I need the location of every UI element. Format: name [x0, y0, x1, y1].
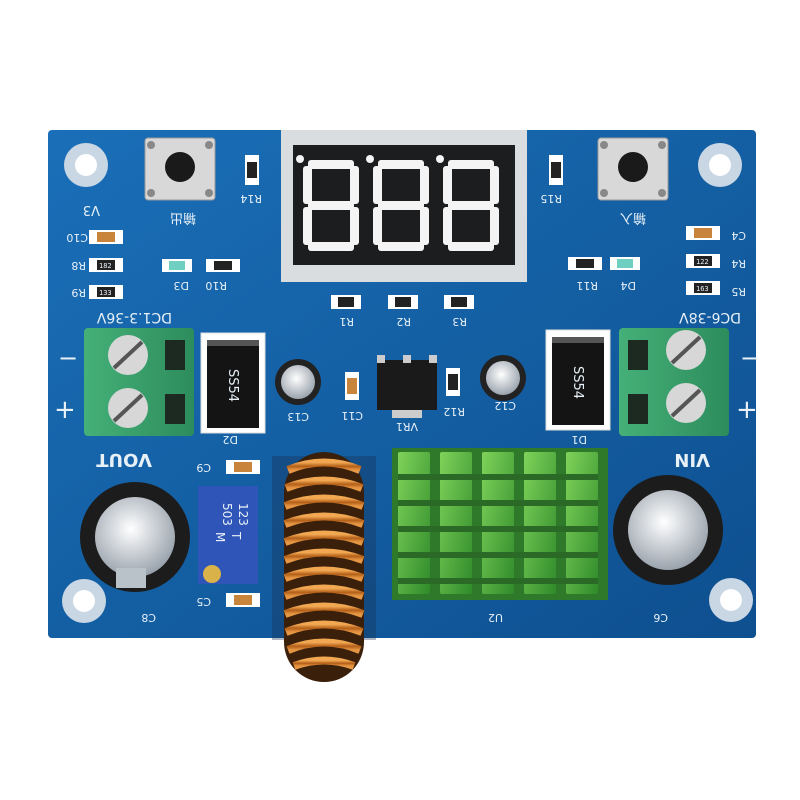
seven-segment-display: [281, 130, 527, 282]
trimmer-potentiometer[interactable]: 123 T 503 M: [198, 486, 258, 584]
label-output-range: DC1.3-36V: [96, 309, 172, 325]
display-digit-1: [303, 160, 359, 251]
display-digit-3: [443, 160, 499, 251]
label-input-range: DC6-38V: [679, 309, 741, 325]
label-v3: V3: [83, 202, 100, 217]
label-r15: R15: [540, 192, 562, 205]
diode-d2: SS54: [200, 332, 266, 434]
trimmer-marking-1: 123: [236, 503, 250, 526]
label-c8: C8: [141, 611, 156, 624]
label-vin: VIN: [674, 449, 710, 470]
trimmer-marking-2: T: [229, 531, 243, 540]
label-c13: C13: [287, 410, 309, 423]
label-r9: R9: [71, 286, 86, 299]
vout-minus-sign: −: [58, 344, 78, 372]
label-c5: C5: [196, 595, 211, 608]
smd-code-163: 163: [696, 285, 709, 293]
smd-code-182: 182: [99, 262, 112, 270]
diode-d1: SS54: [545, 329, 611, 431]
capacitor-c13: [275, 359, 321, 405]
toroidal-inductor: [272, 452, 376, 682]
mounting-holes: [62, 143, 753, 623]
tactile-button-left[interactable]: [144, 137, 216, 201]
trimmer-marking-4: M: [213, 532, 227, 542]
trimmer-marking-3: 503: [220, 503, 234, 526]
label-u2: U2: [488, 611, 503, 624]
label-c10: C10: [66, 231, 88, 244]
label-r8: R8: [71, 259, 86, 272]
label-c9: C9: [196, 461, 211, 474]
silkscreen-labels: V3 R14 R15 C10 R8 R9 D3 R10 R11 D4 C4 R4…: [66, 192, 746, 624]
smd-code-133: 133: [99, 289, 112, 297]
voltage-regulator-vr1: [377, 355, 437, 418]
label-r1: R1: [339, 315, 354, 328]
diode-d2-marking: SS54: [225, 369, 240, 402]
label-c6: C6: [653, 611, 668, 624]
label-d3: D3: [174, 279, 189, 292]
smd-components-middle: [226, 295, 474, 607]
label-d1: D1: [572, 433, 587, 446]
label-vout: VOUT: [95, 449, 152, 470]
terminal-block-vout[interactable]: [84, 328, 194, 436]
label-r4: R4: [731, 257, 746, 270]
capacitor-c6: [613, 475, 723, 585]
capacitor-c12: [480, 355, 526, 401]
label-r14: R14: [240, 192, 262, 205]
diode-d1-marking: SS54: [570, 366, 585, 399]
label-vr1: VR1: [396, 420, 418, 433]
label-r10: R10: [205, 279, 227, 292]
smd-code-122: 122: [696, 258, 709, 266]
smd-components-left: 182 133: [89, 155, 259, 299]
button-right-label: 输入: [620, 210, 646, 226]
heatsink: [392, 448, 608, 600]
label-r5: R5: [731, 285, 746, 298]
label-r11: R11: [576, 279, 598, 292]
smd-components-right: 122 163: [549, 155, 720, 295]
label-c12: C12: [494, 399, 516, 412]
capacitor-c8: [80, 482, 190, 592]
terminal-block-vin[interactable]: [619, 328, 729, 436]
label-c11: C11: [341, 409, 363, 422]
vout-plus-sign: +: [54, 395, 76, 425]
label-r3: R3: [452, 315, 467, 328]
tactile-button-right[interactable]: [597, 137, 669, 201]
label-r2: R2: [396, 315, 411, 328]
display-digit-2: [373, 160, 429, 251]
button-left-label: 输出: [170, 210, 196, 226]
label-c4: C4: [731, 229, 746, 242]
vin-minus-sign: −: [740, 344, 760, 372]
label-d4: D4: [621, 279, 636, 292]
label-r12: R12: [443, 405, 465, 418]
vin-plus-sign: +: [736, 395, 758, 425]
label-d2: D2: [223, 433, 238, 446]
